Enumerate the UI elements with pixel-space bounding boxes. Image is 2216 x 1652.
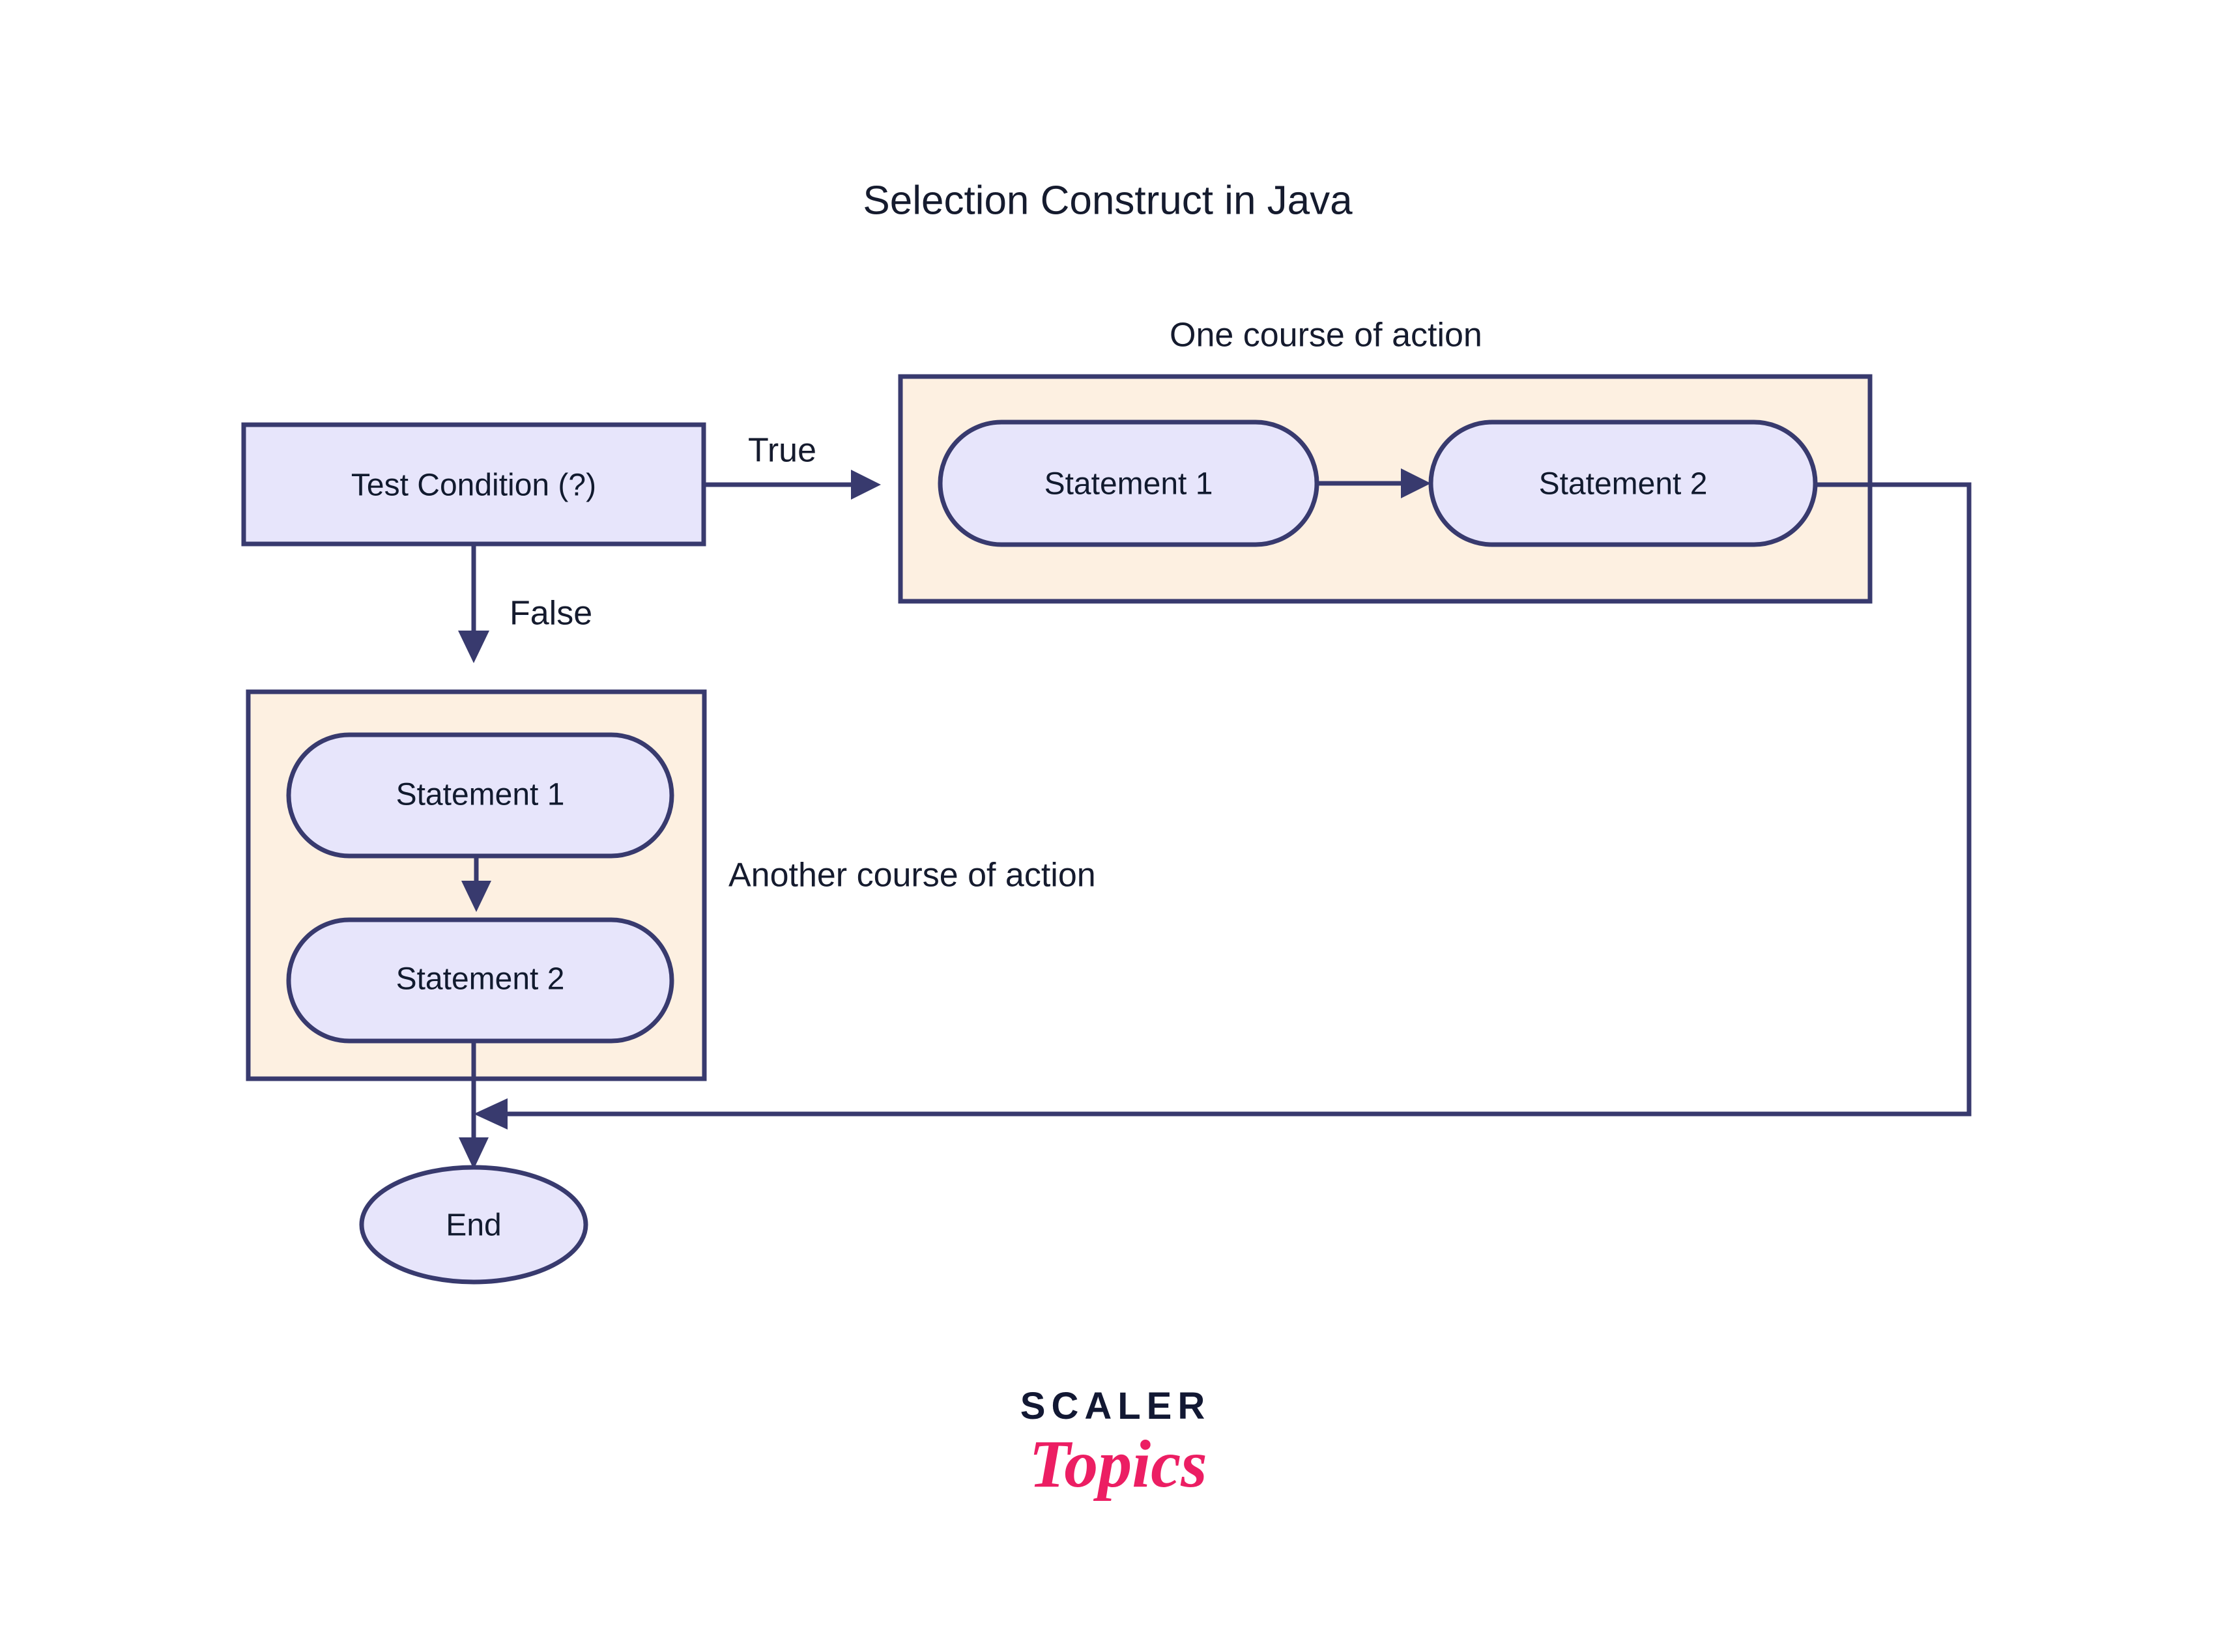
page-title: Selection Construct in Java: [863, 178, 1353, 223]
logo-topics-scriptmark: Topics: [1029, 1427, 1207, 1502]
arrow-false-branch-head: [458, 631, 489, 663]
edge-label-false: False: [510, 595, 592, 633]
arrow-false-s1-to-s2-head: [461, 881, 491, 912]
logo-scaler-wordmark: SCALER: [1020, 1385, 1211, 1427]
true-branch-caption: One course of action: [1170, 317, 1482, 354]
arrow-true-branch-head: [851, 470, 881, 500]
node-false-statement-2-label: Statement 2: [396, 962, 565, 997]
node-false-statement-1[interactable]: [286, 732, 674, 859]
edge-label-true: True: [748, 432, 816, 470]
node-true-statement-2-label: Statement 2: [1539, 467, 1708, 502]
arrow-to-end-head: [459, 1137, 489, 1169]
return-path-arrow-head: [474, 1098, 508, 1130]
node-end-label: End: [446, 1208, 501, 1243]
node-false-statement-2[interactable]: [286, 917, 674, 1044]
node-true-statement-1-label: Statement 1: [1044, 467, 1213, 502]
node-end[interactable]: [359, 1165, 588, 1285]
arrow-true-s1-to-s2-head: [1401, 468, 1431, 498]
false-branch-caption: Another course of action: [728, 857, 1096, 894]
node-false-statement-1-label: Statement 1: [396, 778, 565, 812]
return-path-true-branch: [502, 482, 1972, 1117]
node-test-condition-label: Test Condition (?): [351, 468, 596, 503]
